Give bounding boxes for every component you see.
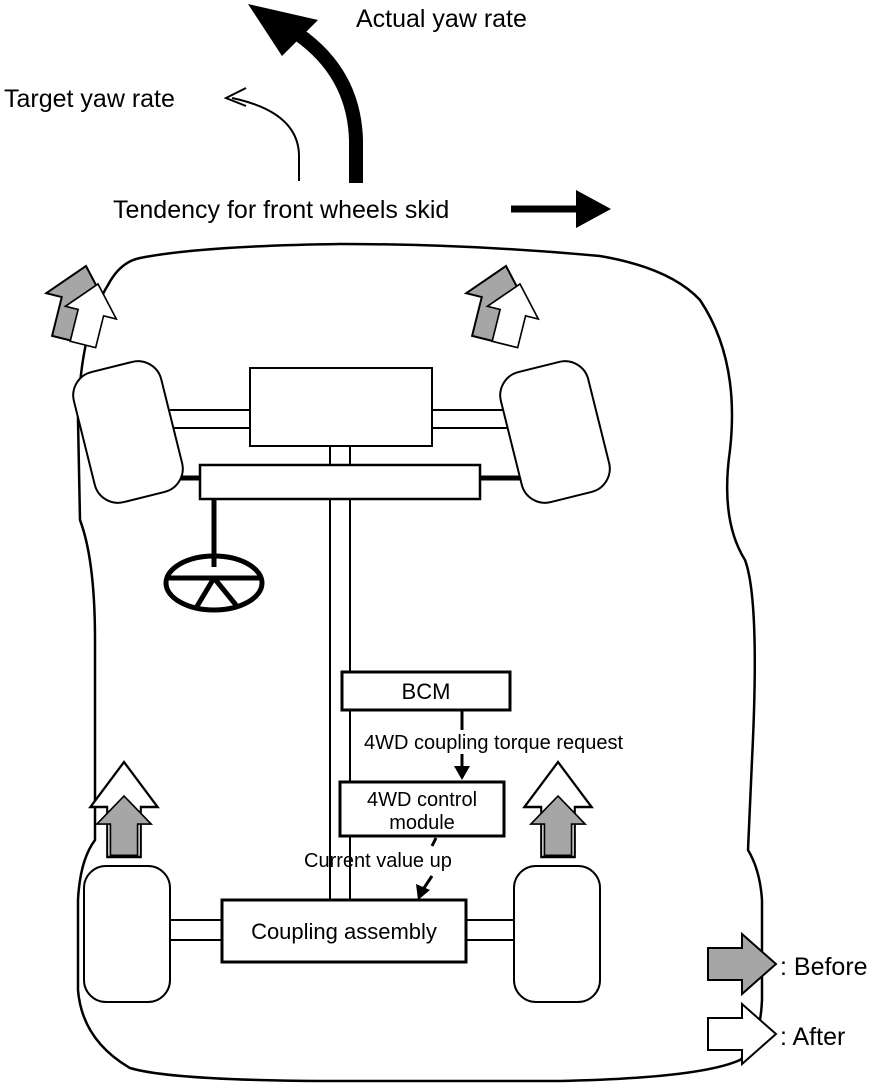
current-value-arrowhead <box>416 884 430 900</box>
legend-before-arrow <box>707 933 777 995</box>
control-module-box <box>338 780 506 838</box>
front-axle-left <box>170 409 250 429</box>
front-right-wheel <box>499 360 611 504</box>
rear-right-wheel <box>513 865 601 1003</box>
actual-yaw-rate-arrow-shaft <box>288 24 363 183</box>
bcm-label: BCM <box>402 679 451 704</box>
front-axle-right <box>432 409 512 429</box>
target-yaw-rate-arrowhead <box>223 87 247 107</box>
engine-transaxle-box <box>249 367 433 447</box>
rear-axle-right <box>466 919 514 941</box>
front-left-wheel <box>72 360 184 504</box>
actual-yaw-rate-label: Actual yaw rate <box>356 5 527 33</box>
module-to-coupling-line <box>430 837 438 847</box>
front-wheels-skid-label: Tendency for front wheels skid <box>113 196 449 224</box>
coupling-assembly-box <box>220 898 468 964</box>
actual-yaw-rate-arrowhead <box>248 4 318 56</box>
torque-request-arrowhead <box>454 766 470 780</box>
control-module-label-line1: 4WD control <box>367 789 477 811</box>
rear-axle-left <box>170 919 222 941</box>
control-module-label-line2: module <box>389 812 455 834</box>
legend-after-label: : After <box>780 1023 845 1051</box>
front-wheels-skid-arrowhead <box>576 190 611 228</box>
legend-after-arrow <box>707 1003 777 1065</box>
steering-rack <box>198 463 482 501</box>
legend-before-label: : Before <box>780 953 868 981</box>
steering-wheel <box>163 553 265 613</box>
target-yaw-rate-label: Target yaw rate <box>4 85 175 113</box>
rear-left-wheel <box>83 865 171 1003</box>
target-yaw-rate-arrow-shaft <box>231 97 300 181</box>
bcm-box <box>340 670 512 712</box>
coupling-assembly-label: Coupling assembly <box>251 919 437 944</box>
module-to-coupling-line-lower <box>422 875 434 889</box>
vehicle-body-outline <box>76 242 764 1083</box>
current-value-up-label: Current value up <box>304 850 452 872</box>
torque-request-label: 4WD coupling torque request <box>364 732 623 754</box>
